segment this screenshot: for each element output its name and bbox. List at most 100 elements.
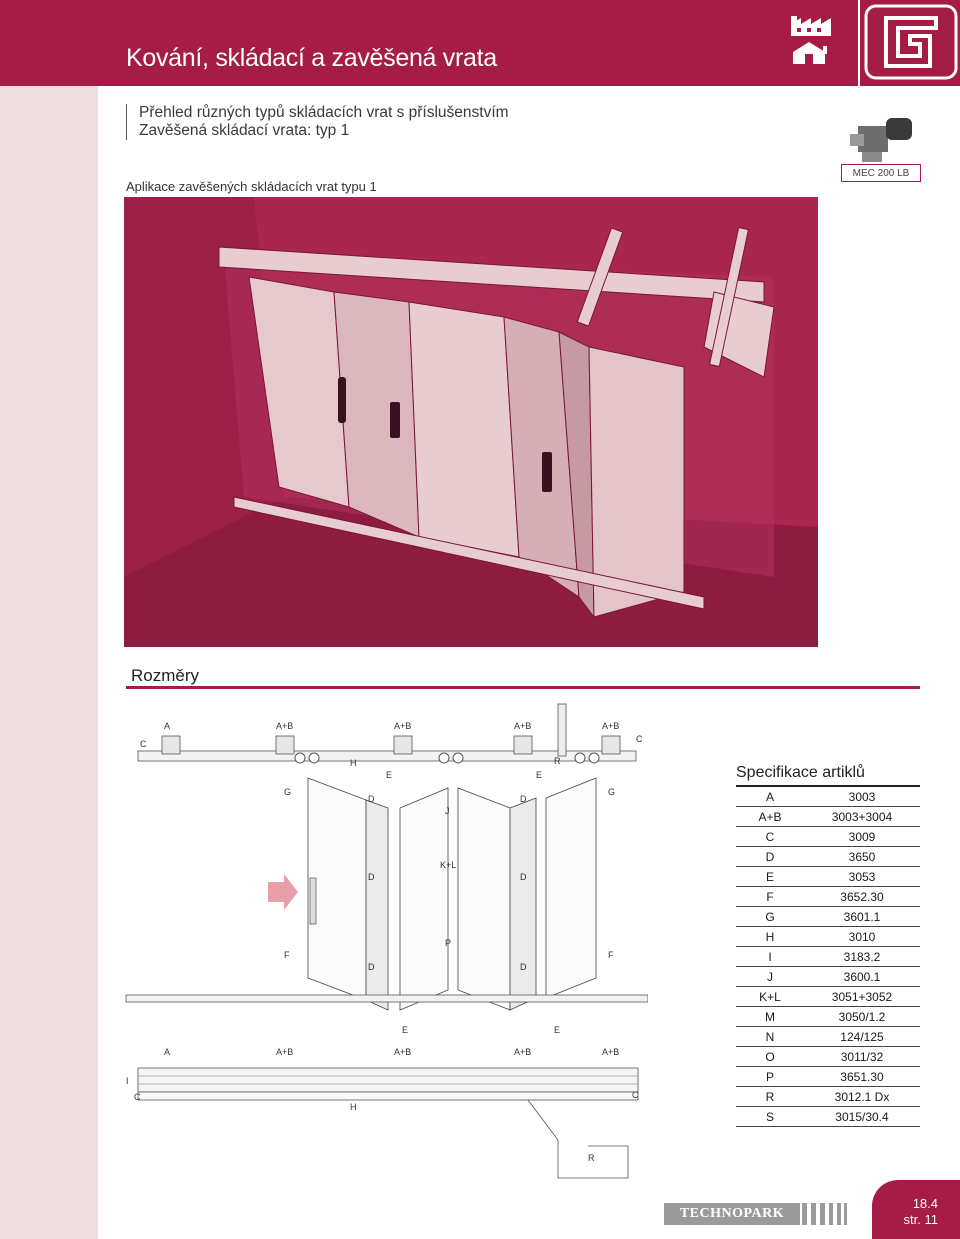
spec-article: 3003 — [804, 786, 920, 807]
label-e-bottom-1: E — [402, 1025, 408, 1035]
label-e-top-1: E — [386, 770, 392, 780]
label-kl: K+L — [440, 860, 456, 870]
spec-code: I — [736, 946, 804, 967]
spec-code: F — [736, 886, 804, 907]
spec-code: P — [736, 1066, 804, 1087]
label-ab-bottom-3: A+B — [514, 1047, 531, 1057]
spec-article: 3051+3052 — [804, 986, 920, 1007]
spec-article: 3050/1.2 — [804, 1006, 920, 1027]
spec-code: K+L — [736, 986, 804, 1007]
label-h-bottom: H — [350, 1102, 357, 1112]
subtitle-block: Přehled různých typů skládacích vrat s p… — [126, 104, 509, 140]
folding-door-illustration — [124, 197, 818, 647]
header-separator — [858, 0, 860, 86]
subtitle-line-2: Zavěšená skládací vrata: typ 1 — [139, 122, 350, 139]
label-ab-top-3: A+B — [514, 721, 531, 731]
spec-article: 3053 — [804, 866, 920, 887]
spec-article: 3601.1 — [804, 906, 920, 927]
spec-code: H — [736, 926, 804, 947]
label-j: J — [445, 806, 450, 816]
label-f-right: F — [608, 950, 614, 960]
motor-label: MEC 200 LB — [841, 164, 921, 182]
spec-code: G — [736, 906, 804, 927]
technopark-logo: TECHNOPARK — [664, 1203, 800, 1225]
spec-code: C — [736, 826, 804, 847]
label-d-2: D — [520, 794, 527, 804]
spec-article: 3652.30 — [804, 886, 920, 907]
label-c-bottom-right: C — [632, 1090, 639, 1100]
label-p: P — [445, 938, 451, 948]
spec-article: 3651.30 — [804, 1066, 920, 1087]
spec-code: N — [736, 1026, 804, 1047]
spec-code: A — [736, 786, 804, 807]
label-ab-top-1: A+B — [276, 721, 293, 731]
spec-code: S — [736, 1106, 804, 1127]
motor-photo — [850, 118, 912, 162]
spec-article: 3015/30.4 — [804, 1106, 920, 1127]
page-number-tab: 18.4 str. 11 — [872, 1180, 960, 1239]
left-margin-strip — [0, 86, 98, 1239]
label-c-left: C — [140, 739, 147, 749]
label-c-right: C — [636, 734, 643, 744]
label-i: I — [126, 1076, 129, 1086]
section-title: Rozměry — [131, 666, 200, 685]
label-ab-bottom-1: A+B — [276, 1047, 293, 1057]
label-ab-bottom-4: A+B — [602, 1047, 619, 1057]
label-g-left: G — [284, 787, 291, 797]
subtitle-line-1: Přehled různých typů skládacích vrat s p… — [139, 104, 509, 121]
label-h-top: H — [350, 758, 357, 768]
label-e-top-2: E — [536, 770, 542, 780]
label-c-bottom-left: C — [134, 1092, 141, 1102]
barcode-icon — [802, 1203, 847, 1225]
label-g-right: G — [608, 787, 615, 797]
label-e-bottom-2: E — [554, 1025, 560, 1035]
photo-caption: Aplikace zavěšených skládacích vrat typu… — [126, 179, 377, 194]
spec-code: O — [736, 1046, 804, 1067]
factory-house-icon — [791, 16, 831, 64]
spec-code: M — [736, 1006, 804, 1027]
label-d-5: D — [368, 962, 375, 972]
spec-article: 3183.2 — [804, 946, 920, 967]
label-d-1: D — [368, 794, 375, 804]
spec-code: J — [736, 966, 804, 987]
spec-article: 124/125 — [804, 1026, 920, 1047]
spec-article: 3009 — [804, 826, 920, 847]
page-number: 18.4 str. 11 — [904, 1196, 938, 1228]
label-a-top: A — [164, 721, 170, 731]
spec-code: R — [736, 1086, 804, 1107]
brand-logo-icon — [864, 4, 958, 80]
spec-article: 3003+3004 — [804, 806, 920, 827]
label-ab-bottom-2: A+B — [394, 1047, 411, 1057]
spec-article: 3012.1 Dx — [804, 1086, 920, 1107]
page-title: Kování, skládací a zavěšená vrata — [126, 44, 497, 72]
spec-code: A+B — [736, 806, 804, 827]
page-str: str. 11 — [903, 1212, 938, 1227]
label-ab-top-4: A+B — [602, 721, 619, 731]
label-d-4: D — [520, 872, 527, 882]
section-rule — [126, 686, 920, 689]
label-d-6: D — [520, 962, 527, 972]
specs-title: Specifikace artiklů — [736, 764, 865, 781]
dimension-drawing: A A+B A+B A+B A+B C C H R E E G G D D J … — [125, 703, 648, 1179]
spec-article: 3650 — [804, 846, 920, 867]
label-ab-top-2: A+B — [394, 721, 411, 731]
spec-article: 3010 — [804, 926, 920, 947]
